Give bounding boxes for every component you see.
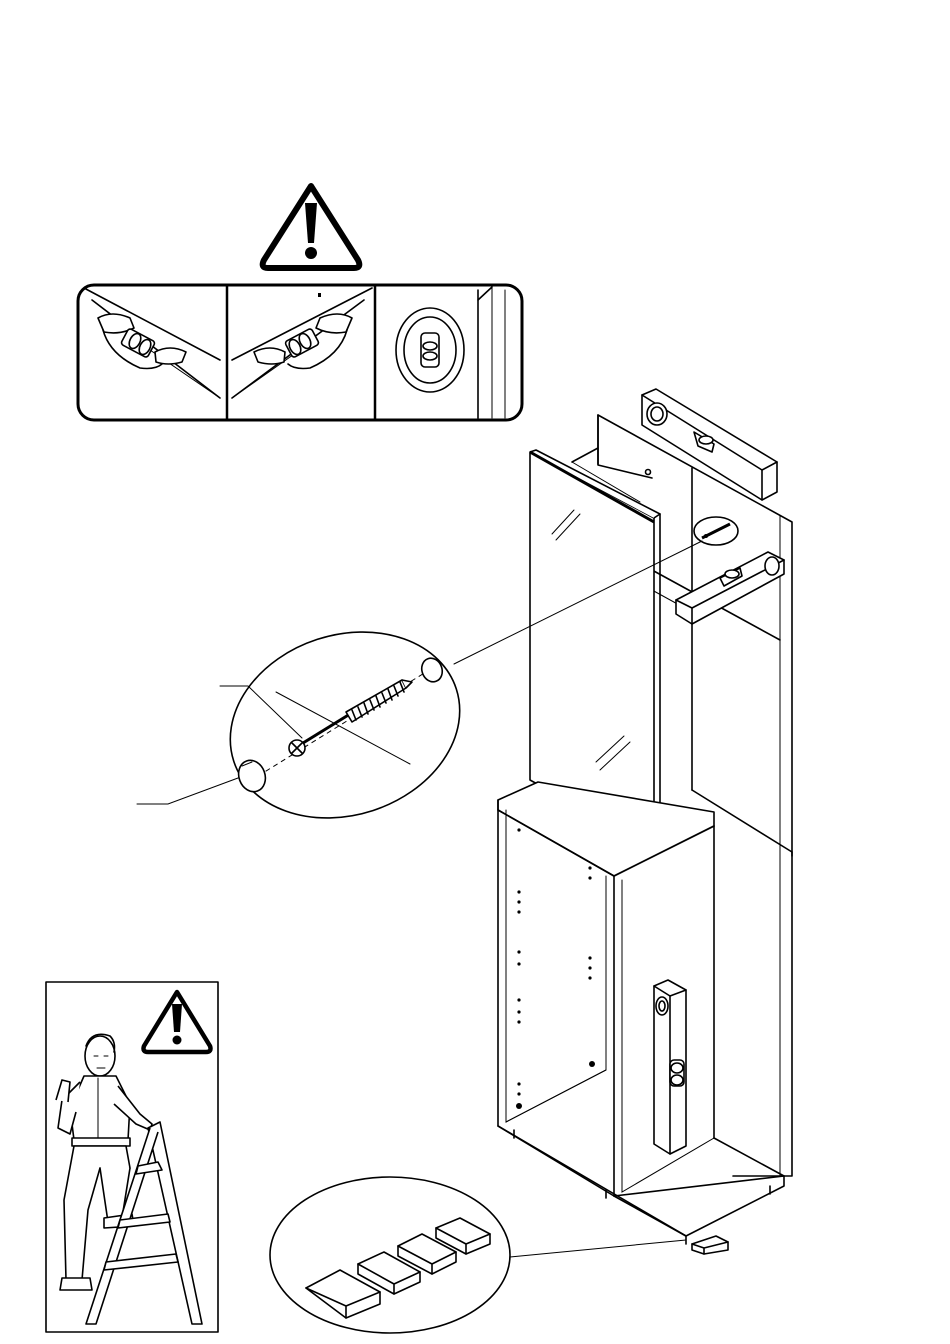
lower-cabinet [498,782,784,1244]
right-level-check [232,288,372,398]
vertical-level-check [396,287,505,418]
spirit-level-icon [98,314,186,369]
wood-screw-icon [289,680,412,756]
spirit-level-icon [642,389,777,500]
level-check-panel [78,285,522,420]
warning-triangle-icon [144,992,211,1052]
safety-figure [46,982,218,1332]
spirit-level-icon [654,980,686,1154]
cover-cap-icon [234,757,269,796]
wardrobe-assembly [498,389,792,1254]
warning-triangle-icon [263,186,360,268]
spirit-level-icon [396,308,464,392]
left-level-check [84,288,220,398]
person-on-step-ladder-icon [56,1034,202,1324]
leveling-wedge-icon [692,1236,728,1254]
